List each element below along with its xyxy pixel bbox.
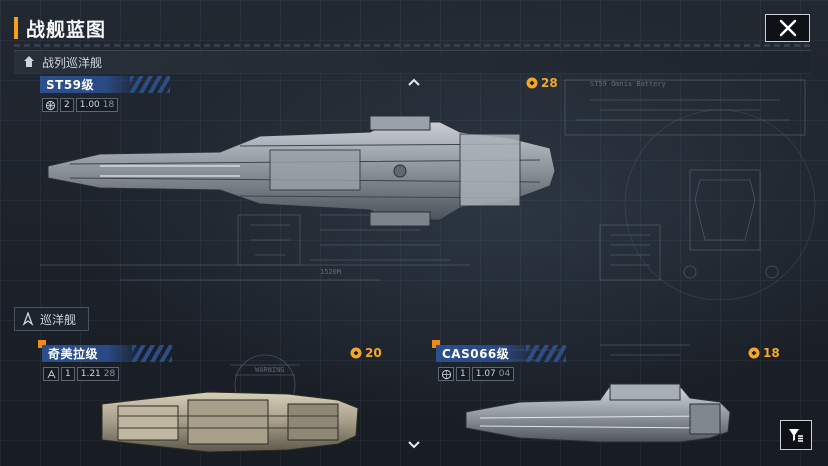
length-label: 1520M	[320, 268, 341, 276]
chevron-down-icon[interactable]	[407, 440, 421, 450]
ship-cost-value: 18	[763, 346, 780, 360]
section-label-battlecruiser: 战列巡洋舰	[42, 55, 103, 70]
ship-build-number: 18	[102, 100, 115, 110]
ship-stats: 1 1.07 04	[438, 367, 515, 381]
new-indicator	[432, 340, 440, 348]
ship-image-cas066	[465, 383, 731, 443]
ship-build-number: 04	[498, 369, 511, 379]
ship-image-chimera	[101, 391, 359, 453]
blueprint-coin-icon	[748, 347, 760, 359]
ship-name: CAS066级	[442, 347, 510, 361]
ship-version: 1.21 28	[76, 367, 120, 381]
ship-nameplate: 奇美拉级	[42, 345, 172, 362]
ship-nameplate: ST59级	[40, 76, 170, 93]
globe-icon	[441, 369, 451, 379]
ship-version-number: 1.07	[475, 369, 496, 379]
battery-label: ST59 Omnis Battery	[590, 80, 666, 88]
chevron-up-icon[interactable]	[407, 77, 421, 87]
ship-version: 1.07 04	[471, 367, 515, 381]
section-label-cruiser: 巡洋舰	[40, 312, 77, 327]
faction-icon	[46, 369, 56, 378]
ship-image-st59	[47, 116, 556, 227]
ship-build-number: 28	[103, 369, 116, 379]
ship-cost-value: 20	[365, 346, 382, 360]
warning-label: WARNING	[255, 366, 285, 374]
close-button[interactable]	[765, 14, 810, 42]
ship-cost-value: 28	[541, 76, 558, 90]
new-indicator	[38, 340, 46, 348]
ship-card-st59[interactable]: ST59级 2 1.00 18	[40, 76, 560, 296]
page-title: 战舰蓝图	[26, 18, 107, 41]
ship-version-number: 1.00	[79, 100, 100, 110]
title-accent	[14, 17, 18, 39]
battlecruiser-class-icon	[24, 56, 34, 67]
blueprint-coin-icon	[350, 347, 362, 359]
header-divider	[14, 44, 811, 47]
ship-card-cas066[interactable]: CAS066级 1 1.07 04 18	[432, 340, 782, 450]
ship-name: 奇美拉级	[48, 347, 99, 361]
ship-tier: 1	[61, 367, 75, 381]
ship-version: 1.00 18	[75, 98, 119, 112]
ship-tier: 1	[456, 367, 470, 381]
filter-button[interactable]	[780, 420, 812, 450]
ship-version-number: 1.21	[80, 369, 101, 379]
ship-cost: 20	[350, 346, 382, 360]
ship-stats: 2 1.00 18	[42, 98, 119, 112]
blueprint-coin-icon	[526, 77, 538, 89]
ship-tier: 2	[60, 98, 74, 112]
filter-icon	[789, 429, 803, 442]
header: 战舰蓝图	[14, 14, 106, 42]
ship-card-chimera[interactable]: 奇美拉级 1 1.21 28 20	[38, 340, 398, 453]
ship-nameplate: CAS066级	[436, 345, 566, 362]
section-cruiser: 巡洋舰	[14, 307, 90, 331]
section-battlecruiser: 战列巡洋舰	[14, 50, 811, 74]
ship-cost: 28	[526, 76, 558, 90]
ship-stats: 1 1.21 28	[43, 367, 120, 381]
ship-cost: 18	[748, 346, 780, 360]
cruiser-class-icon	[22, 312, 34, 326]
ship-name: ST59级	[46, 78, 95, 92]
close-icon	[779, 19, 796, 37]
globe-icon	[45, 100, 55, 110]
